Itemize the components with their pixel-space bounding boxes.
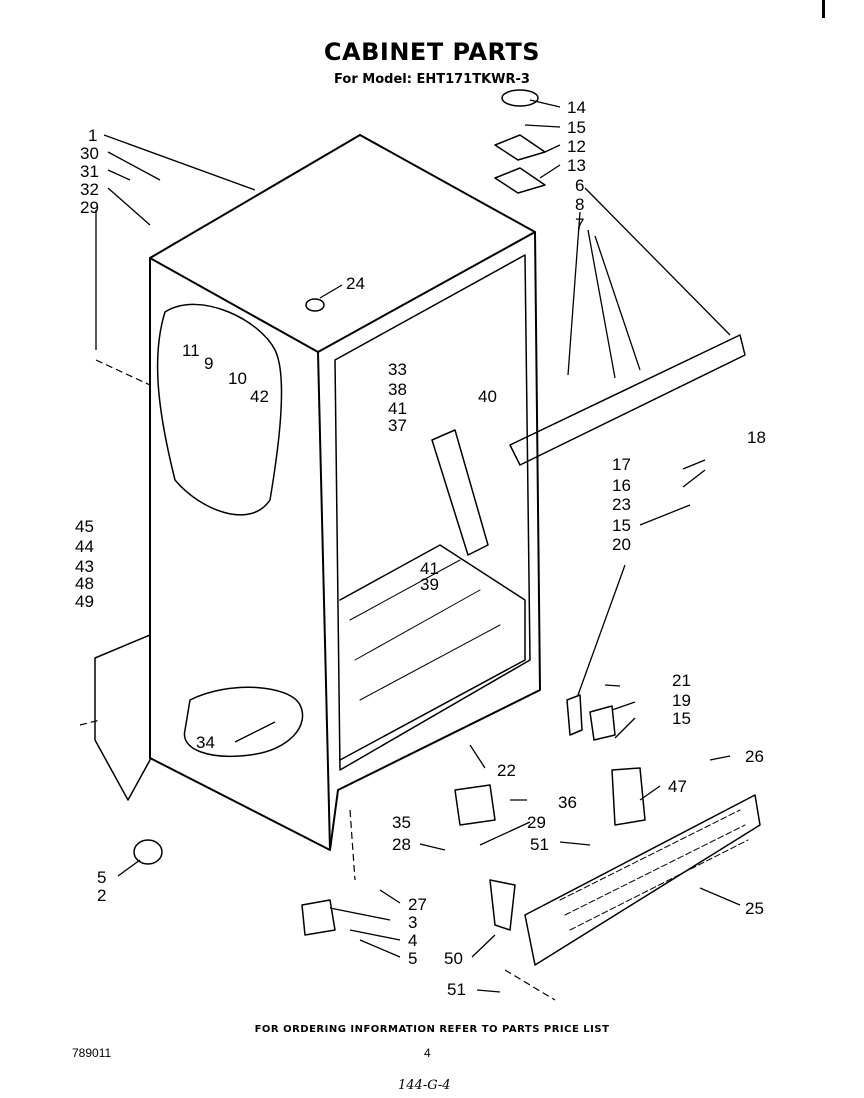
cabinet-outline bbox=[149, 134, 541, 851]
callout-28: 28 bbox=[392, 835, 411, 854]
callout-32: 32 bbox=[80, 180, 99, 199]
callout-48: 48 bbox=[75, 574, 94, 593]
hinge-rail bbox=[509, 334, 746, 466]
callout-37: 37 bbox=[388, 416, 407, 435]
callout-5: 5 bbox=[408, 949, 417, 968]
callout-17: 17 bbox=[612, 455, 631, 474]
rear-access-panel bbox=[94, 634, 151, 801]
callout-24: 24 bbox=[346, 274, 365, 293]
callout-26: 26 bbox=[745, 747, 764, 766]
callout-1: 1 bbox=[88, 126, 97, 145]
callout-27: 27 bbox=[408, 895, 427, 914]
callout-41: 41 bbox=[388, 399, 407, 418]
callout-49: 49 bbox=[75, 592, 94, 611]
callout-3: 3 bbox=[408, 913, 417, 932]
callout-42: 42 bbox=[250, 387, 269, 406]
callout-41: 41 bbox=[420, 559, 439, 578]
callout-15: 15 bbox=[672, 709, 691, 728]
callout-34: 34 bbox=[196, 733, 215, 752]
hinge-19 bbox=[589, 705, 616, 741]
callout-45: 45 bbox=[75, 517, 94, 536]
callout-5: 5 bbox=[97, 868, 106, 887]
callout-11: 11 bbox=[182, 341, 200, 360]
page-number: 4 bbox=[424, 1046, 431, 1060]
side-cutout-upper bbox=[156, 303, 283, 516]
toe-grille bbox=[524, 794, 761, 966]
callout-35: 35 bbox=[392, 813, 411, 832]
callout-50: 50 bbox=[444, 949, 463, 968]
model-subtitle: For Model: EHT171TKWR-3 bbox=[334, 72, 530, 87]
top-hinge-13 bbox=[494, 167, 546, 194]
bracket-50 bbox=[489, 879, 516, 931]
grille-slots bbox=[559, 809, 749, 931]
cabinet-liner-floor bbox=[339, 544, 526, 761]
side-cutout-lower bbox=[183, 686, 304, 757]
cabinet-front-edge bbox=[317, 231, 536, 353]
ordering-information-note: FOR ORDERING INFORMATION REFER TO PARTS … bbox=[254, 1024, 610, 1035]
callout-38: 38 bbox=[388, 380, 407, 399]
callout-10: 10 bbox=[228, 369, 247, 388]
callout-22: 22 bbox=[497, 761, 516, 780]
callout-47: 47 bbox=[668, 777, 687, 796]
callout-7: 7 bbox=[575, 215, 584, 234]
cabinet-liner-ribs bbox=[349, 559, 501, 701]
callout-14: 14 bbox=[567, 98, 586, 117]
callout-33: 33 bbox=[388, 360, 407, 379]
callout-29: 29 bbox=[527, 813, 546, 832]
callout-40: 40 bbox=[478, 387, 497, 406]
callout-30: 30 bbox=[80, 144, 99, 163]
roller-3 bbox=[301, 899, 336, 936]
callout-39: 39 bbox=[420, 575, 439, 594]
callout-4: 4 bbox=[408, 931, 417, 950]
callout-31: 31 bbox=[80, 162, 99, 181]
bracket-47 bbox=[611, 767, 646, 826]
callout-25: 25 bbox=[745, 899, 764, 918]
top-hinge-12 bbox=[494, 134, 546, 161]
callout-13: 13 bbox=[567, 156, 586, 175]
callout-12: 12 bbox=[567, 137, 586, 156]
callout-2: 2 bbox=[97, 886, 106, 905]
callout-19: 19 bbox=[672, 691, 691, 710]
cabinet-inner-opening bbox=[334, 254, 531, 771]
page-title: CABINET PARTS bbox=[323, 38, 541, 66]
callout-29: 29 bbox=[80, 198, 99, 217]
top-hinge-cover bbox=[501, 89, 539, 107]
plug-24 bbox=[305, 298, 325, 312]
catalog-number: 789011 bbox=[72, 1046, 112, 1060]
callout-21: 21 bbox=[672, 671, 691, 690]
callout-20: 20 bbox=[612, 535, 631, 554]
bracket-35 bbox=[454, 784, 496, 826]
callout-15: 15 bbox=[612, 516, 631, 535]
cabinet-top-edge bbox=[149, 257, 319, 353]
callout-36: 36 bbox=[558, 793, 577, 812]
roller-2 bbox=[133, 839, 163, 865]
callout-23: 23 bbox=[612, 495, 631, 514]
callout-8: 8 bbox=[575, 195, 584, 214]
callout-6: 6 bbox=[575, 176, 584, 195]
callout-43: 43 bbox=[75, 557, 94, 576]
callout-16: 16 bbox=[612, 476, 631, 495]
handwritten-note: 144-G-4 bbox=[398, 1078, 451, 1093]
cabinet-front-left bbox=[317, 351, 331, 851]
bracket-20 bbox=[566, 694, 583, 736]
callout-51: 51 bbox=[530, 835, 549, 854]
bracket-37 bbox=[431, 429, 489, 556]
callout-51: 51 bbox=[447, 980, 466, 999]
scan-corner-mark bbox=[822, 0, 825, 18]
callout-15: 15 bbox=[567, 118, 586, 137]
callout-9: 9 bbox=[204, 354, 213, 373]
callout-44: 44 bbox=[75, 537, 94, 556]
callout-18: 18 bbox=[747, 428, 766, 447]
